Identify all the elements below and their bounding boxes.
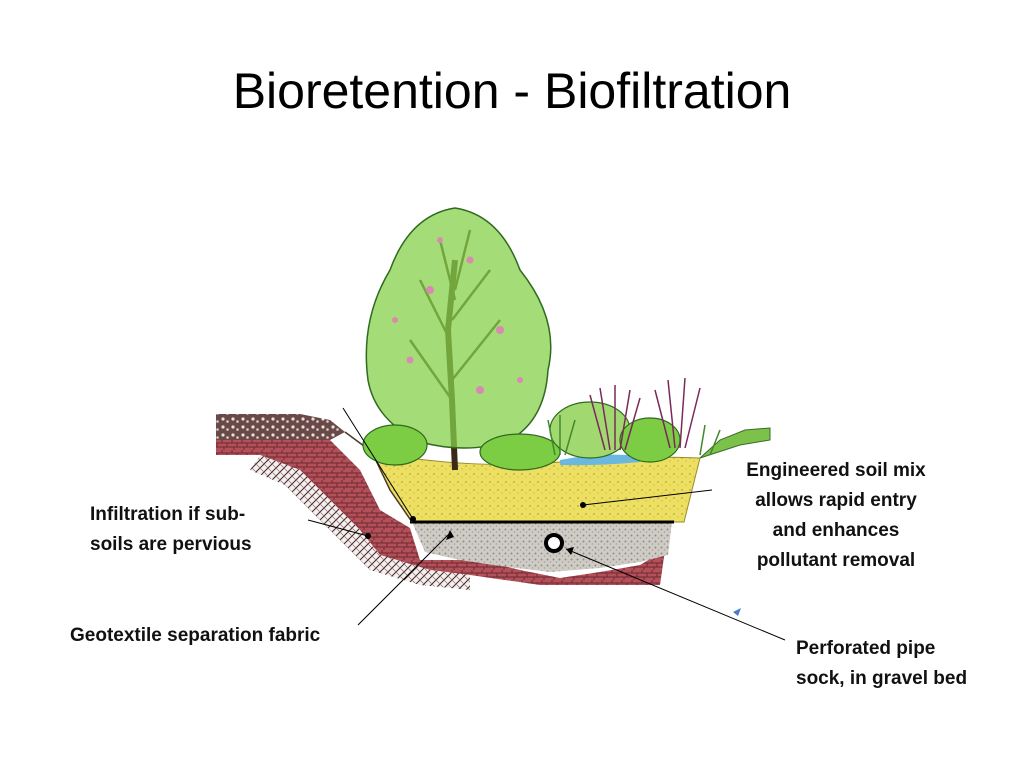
perforated-pipe-label-line2: sock, in gravel bed — [796, 668, 968, 689]
tree-blossoms — [392, 237, 523, 394]
soil-mix-label-line4: pollutant removal — [756, 550, 916, 571]
soil-mix-label-line1: Engineered soil mix — [746, 460, 926, 481]
geotextile-label: Geotextile separation fabric — [70, 625, 321, 646]
gravel-bed — [412, 522, 672, 572]
infiltration-label-line2: soils are pervious — [90, 534, 252, 555]
soil-mix-label: Engineered soil mix allows rapid entry a… — [726, 456, 946, 576]
subsoil-hatch — [250, 455, 470, 590]
subsoil-layer — [216, 440, 665, 585]
bank-slope — [344, 431, 413, 523]
perforated-pipe-label-line1: Perforated pipe — [796, 638, 936, 659]
perforated-pipe-label: Perforated pipe sock, in gravel bed — [796, 634, 1006, 694]
infiltration-label-line1: Infiltration if sub- — [90, 504, 246, 525]
blue-marker — [733, 608, 741, 616]
grass-tufts — [547, 415, 721, 456]
soil-mix-label-line3: and enhances — [772, 520, 900, 541]
leader-arrowhead — [446, 530, 454, 540]
perforated-pipe — [544, 533, 564, 553]
ornamental-grasses — [589, 377, 701, 451]
tree-canopy — [365, 207, 552, 449]
slide-title: Bioretention - Biofiltration — [232, 63, 792, 119]
leader-lines — [307, 407, 786, 641]
leader-dots — [365, 502, 586, 539]
surface-pavement — [216, 414, 345, 440]
infiltration-label: Infiltration if sub- soils are pervious — [90, 500, 290, 560]
shrubs — [362, 401, 681, 471]
leader-arrowhead-pipe — [566, 547, 574, 555]
soil-mix-label-line2: allows rapid entry — [755, 490, 917, 511]
right-bank — [699, 427, 771, 459]
